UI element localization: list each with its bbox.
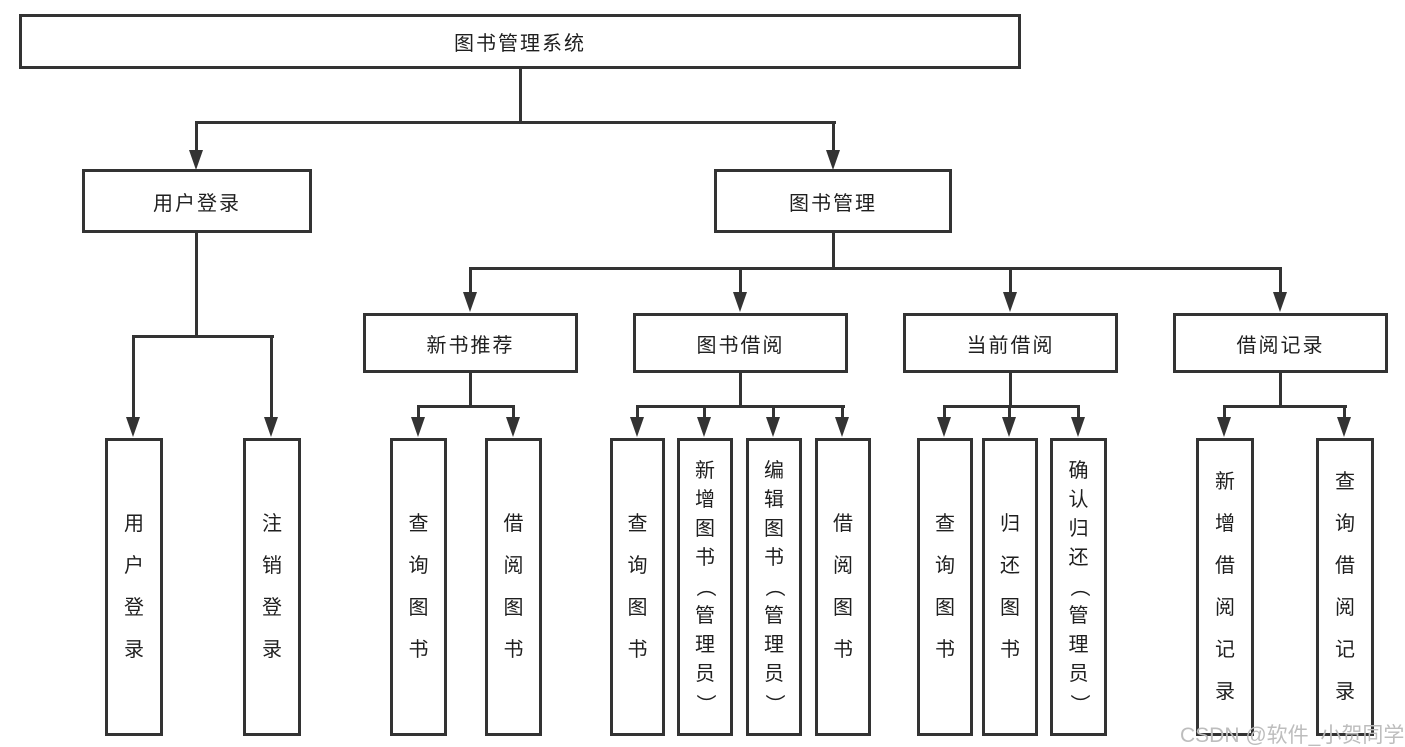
leaf-borrow-edit-book-label: 编辑图书（管理员） — [763, 459, 785, 714]
node-current-borrow: 当前借阅 — [903, 313, 1118, 373]
connector-vline — [469, 373, 472, 407]
arrowhead-down-icon — [826, 150, 840, 170]
leaf-recommend-query-book-label: 查询图书 — [408, 513, 429, 661]
leaf-user-login: 用户登录 — [105, 438, 163, 736]
arrowhead-down-icon — [835, 417, 849, 437]
leaf-borrow-add-book-label: 新增图书（管理员） — [694, 459, 716, 714]
node-new-book-recommend-label: 新书推荐 — [426, 334, 515, 357]
node-root-label: 图书管理系统 — [454, 33, 586, 55]
node-borrow-records-label: 借阅记录 — [1236, 334, 1325, 357]
leaf-current-query-book: 查询图书 — [917, 438, 973, 736]
leaf-logout-label: 注销登录 — [262, 513, 282, 661]
connector-vline — [519, 69, 522, 124]
arrowhead-down-icon — [697, 417, 711, 437]
leaf-records-query-record: 查询借阅记录 — [1316, 438, 1374, 736]
leaf-current-query-book-label: 查询图书 — [935, 513, 955, 661]
connector-vline — [703, 405, 706, 418]
leaf-borrow-borrow-book: 借阅图书 — [815, 438, 871, 736]
node-book-management-label: 图书管理 — [789, 192, 877, 215]
connector-vline — [469, 267, 472, 293]
leaf-logout: 注销登录 — [243, 438, 301, 736]
leaf-records-add-record-label: 新增借阅记录 — [1215, 471, 1235, 703]
connector-vline — [943, 405, 946, 418]
leaf-recommend-borrow-book-label: 借阅图书 — [503, 513, 524, 661]
connector-hline — [132, 335, 274, 338]
connector-hline — [943, 405, 1080, 408]
connector-vline — [1223, 405, 1226, 418]
leaf-borrow-query-book-label: 查询图书 — [627, 513, 648, 661]
connector-vline — [1343, 405, 1346, 418]
arrowhead-down-icon — [1337, 417, 1351, 437]
connector-vline — [512, 405, 515, 418]
connector-vline — [739, 267, 742, 293]
node-user-login: 用户登录 — [82, 169, 312, 233]
arrowhead-down-icon — [766, 417, 780, 437]
arrowhead-down-icon — [264, 417, 278, 437]
leaf-borrow-edit-book: 编辑图书（管理员） — [746, 438, 802, 736]
arrowhead-down-icon — [506, 417, 520, 437]
arrowhead-down-icon — [1002, 417, 1016, 437]
node-book-management: 图书管理 — [714, 169, 952, 233]
arrowhead-down-icon — [937, 417, 951, 437]
leaf-recommend-query-book: 查询图书 — [390, 438, 447, 736]
arrowhead-down-icon — [126, 417, 140, 437]
connector-hline — [636, 405, 845, 408]
arrowhead-down-icon — [463, 292, 477, 312]
connector-vline — [772, 405, 775, 418]
leaf-user-login-label: 用户登录 — [124, 513, 144, 661]
connector-vline — [1009, 267, 1012, 293]
connector-vline — [1077, 405, 1080, 418]
connector-vline — [832, 233, 835, 269]
arrowhead-down-icon — [733, 292, 747, 312]
arrowhead-down-icon — [411, 417, 425, 437]
leaf-current-confirm-return-label: 确认归还（管理员） — [1067, 459, 1090, 714]
arrowhead-down-icon — [189, 150, 203, 170]
connector-vline — [132, 335, 135, 417]
node-root: 图书管理系统 — [19, 14, 1021, 69]
leaf-current-confirm-return: 确认归还（管理员） — [1050, 438, 1107, 736]
node-new-book-recommend: 新书推荐 — [363, 313, 578, 373]
connector-vline — [832, 121, 835, 152]
connector-hline — [195, 121, 836, 124]
connector-vline — [1279, 373, 1282, 407]
connector-vline — [1008, 405, 1011, 418]
connector-vline — [739, 373, 742, 407]
connector-vline — [270, 335, 273, 417]
leaf-borrow-add-book: 新增图书（管理员） — [677, 438, 733, 736]
connector-vline — [1009, 373, 1012, 407]
connector-vline — [636, 405, 639, 418]
node-current-borrow-label: 当前借阅 — [966, 334, 1055, 357]
connector-hline — [417, 405, 515, 408]
arrowhead-down-icon — [1273, 292, 1287, 312]
connector-vline — [195, 121, 198, 152]
leaf-records-query-record-label: 查询借阅记录 — [1335, 471, 1355, 703]
leaf-current-return-book-label: 归还图书 — [1000, 513, 1020, 661]
node-book-borrow-label: 图书借阅 — [696, 334, 785, 357]
arrowhead-down-icon — [1071, 417, 1085, 437]
connector-hline — [1223, 405, 1347, 408]
arrowhead-down-icon — [1003, 292, 1017, 312]
leaf-current-return-book: 归还图书 — [982, 438, 1038, 736]
csdn-watermark: CSDN @软件_小贺同学 — [1180, 724, 1405, 747]
leaf-recommend-borrow-book: 借阅图书 — [485, 438, 542, 736]
arrowhead-down-icon — [630, 417, 644, 437]
node-book-borrow: 图书借阅 — [633, 313, 848, 373]
arrowhead-down-icon — [1217, 417, 1231, 437]
leaf-borrow-borrow-book-label: 借阅图书 — [833, 513, 853, 661]
connector-vline — [195, 233, 198, 337]
connector-vline — [417, 405, 420, 418]
node-borrow-records: 借阅记录 — [1173, 313, 1388, 373]
connector-hline — [469, 267, 1282, 270]
connector-vline — [1279, 267, 1282, 293]
node-user-login-label: 用户登录 — [153, 192, 241, 215]
connector-vline — [841, 405, 844, 418]
leaf-records-add-record: 新增借阅记录 — [1196, 438, 1254, 736]
leaf-borrow-query-book: 查询图书 — [610, 438, 665, 736]
